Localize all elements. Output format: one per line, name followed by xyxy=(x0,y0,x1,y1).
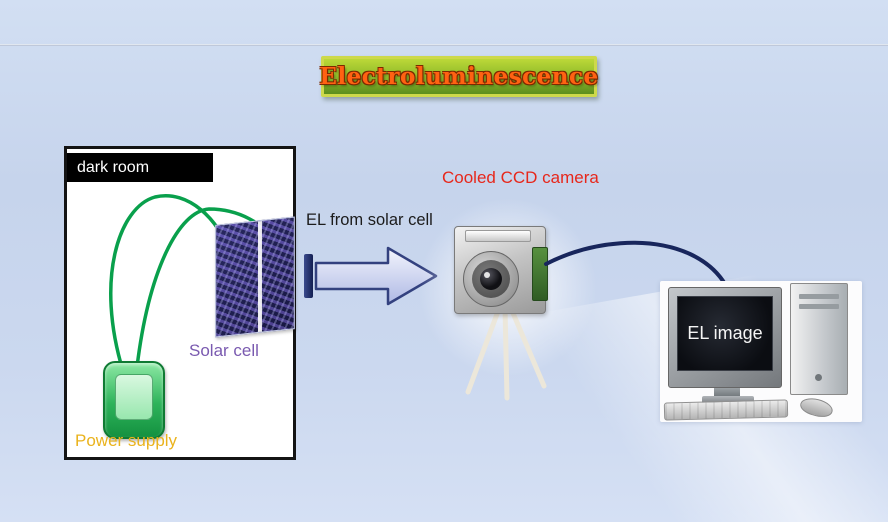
ccd-camera-icon xyxy=(454,226,548,314)
tower-drive-slot xyxy=(799,294,839,299)
monitor-screen: EL image xyxy=(677,296,773,371)
solar-cell-label: Solar cell xyxy=(189,341,259,360)
power-supply-label: Power supply xyxy=(75,431,178,450)
divider-line xyxy=(0,44,888,46)
camera-circuit-board xyxy=(532,247,548,301)
tower-power-button xyxy=(815,374,822,381)
keyboard-icon xyxy=(663,399,789,421)
camera-top-cap xyxy=(465,230,531,242)
solar-cell-gap xyxy=(258,220,263,332)
power-supply-screen xyxy=(115,374,153,420)
tower-drive-slot xyxy=(799,304,839,309)
tripod-icon xyxy=(465,303,547,401)
camera-lens-icon xyxy=(463,251,519,307)
el-from-solar-cell-label: EL from solar cell xyxy=(306,211,433,229)
dark-room-box: Solar cell Power supply dark room xyxy=(64,146,296,460)
camera-lens-glass xyxy=(480,268,502,290)
title-banner: Electroluminescence xyxy=(319,56,599,97)
power-supply-device xyxy=(103,361,165,439)
computer-tower-icon xyxy=(790,283,848,395)
solar-cell-image xyxy=(215,216,295,338)
arrow-connector-bar xyxy=(304,254,313,298)
monitor-stand-neck xyxy=(714,388,740,397)
lens-highlight xyxy=(484,272,490,278)
page-title: Electroluminescence xyxy=(319,63,599,90)
monitor-icon: EL image xyxy=(668,287,782,388)
el-image-label: EL image xyxy=(687,323,763,343)
cooled-ccd-camera-label: Cooled CCD camera xyxy=(442,168,599,187)
dark-room-label: dark room xyxy=(67,153,213,182)
el-arrow xyxy=(304,246,438,306)
camera-lens-ring xyxy=(472,260,510,298)
